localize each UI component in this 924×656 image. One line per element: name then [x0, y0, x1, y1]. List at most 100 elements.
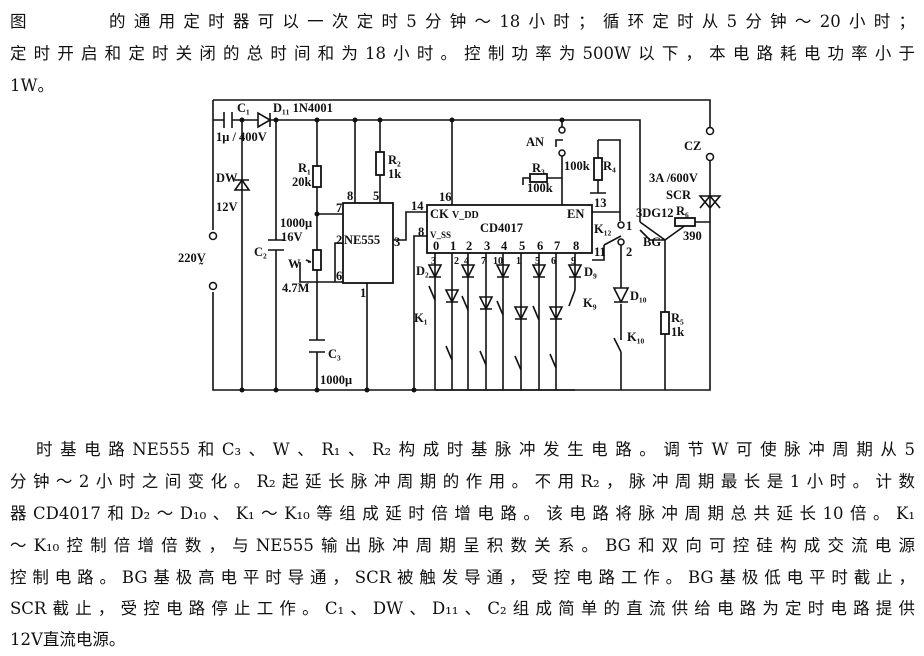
label: CZ: [684, 139, 701, 153]
label: 7: [336, 201, 342, 215]
label: 4: [501, 239, 508, 253]
label: K₁₀: [627, 330, 644, 344]
label: 1: [626, 219, 632, 233]
zener-dw: [233, 178, 251, 191]
diode-d11: [257, 111, 272, 129]
wires: [212, 99, 711, 391]
label: 0: [433, 239, 439, 253]
label: 1μ / 400V: [216, 130, 267, 144]
cd4017-chip: [426, 204, 593, 254]
label: 9: [571, 256, 576, 267]
label: 5: [535, 256, 540, 267]
label: 3: [394, 235, 400, 249]
body-line: 控制电路。BG基极高电平时导通，SCR被触发导通，受控电路工作。BG基极低电平时…: [10, 568, 915, 587]
diodes-d2-d9: [427, 264, 583, 321]
label: 7: [481, 256, 486, 267]
label: 1k: [671, 325, 684, 339]
label: V_DD: [452, 210, 479, 221]
label: 1000μ: [320, 373, 352, 387]
label: 2: [466, 239, 472, 253]
diode-d10: [612, 287, 630, 304]
label: 4.7M: [282, 281, 310, 295]
terminals: [208, 117, 715, 393]
label: EN: [567, 207, 584, 221]
label: CK: [430, 207, 449, 221]
label: D₉: [584, 265, 597, 279]
label: DW: [216, 171, 238, 185]
label: 14: [411, 199, 424, 213]
body-line: 分钟～2小时之间变化。R₂起延长脉冲周期的作用。不用R₂，脉冲周期最长是1小时。…: [10, 472, 915, 491]
label: 16: [439, 190, 452, 204]
label: 6: [551, 256, 556, 267]
label: 20k: [292, 175, 312, 189]
bg-transistor: [639, 229, 651, 241]
label: R₁: [298, 161, 311, 175]
label: CD4017: [480, 221, 523, 235]
label: 5: [373, 189, 379, 203]
label: 16V: [281, 230, 303, 244]
label: NE555: [344, 233, 380, 247]
label: 8: [418, 225, 424, 239]
label: 1000μ: [280, 216, 312, 230]
label: 1k: [388, 167, 401, 181]
potentiometer-w: [305, 249, 322, 271]
label: 6: [336, 269, 342, 283]
resistor-r3: [529, 173, 548, 183]
capacitor-c1: [223, 112, 233, 128]
label: K₉: [583, 296, 597, 310]
label: D₁₁ 1N4001: [273, 101, 333, 115]
capacitor-c2: [268, 239, 284, 251]
label: R₄: [603, 159, 616, 173]
label: K₁: [414, 311, 428, 325]
label: C₂: [254, 245, 267, 259]
body-line: 器CD4017和D₂～D₁₀、K₁～K₁₀等组成延时倍增电路。该电路将脉冲周期总…: [10, 504, 915, 523]
label: K₁₂: [594, 222, 611, 236]
label: D₁₀: [630, 289, 647, 303]
label: W: [288, 257, 301, 271]
label: 3: [484, 239, 490, 253]
body-line: SCR截止，受控电路停止工作。C₁、DW、D₁₁、C₂组成简单的直流供给电路为定…: [10, 599, 915, 618]
label: 2: [454, 256, 459, 267]
label: R₂: [388, 153, 401, 167]
label: 5: [519, 239, 525, 253]
label: 8: [347, 189, 353, 203]
resistor-r2: [375, 151, 385, 176]
diagram-labels: C₁ D₁₁ 1N4001 1μ / 400V DW 12V 220V̰ R₁ …: [178, 101, 702, 387]
label: 100k: [564, 159, 590, 173]
label: 7: [554, 239, 560, 253]
label: 1: [360, 286, 366, 300]
label: 3DG12: [636, 206, 674, 220]
label: C₃: [328, 347, 341, 361]
resistor-r6: [674, 217, 696, 227]
label: R₃: [532, 161, 545, 175]
label: 12V: [216, 200, 238, 214]
resistor-r4: [593, 157, 603, 181]
label: SCR: [666, 188, 692, 202]
label: BG: [643, 235, 661, 249]
scr-triac: [698, 194, 722, 210]
intro-line: 1W。: [10, 76, 54, 95]
resistor-r5: [660, 311, 670, 335]
label: 220V̰: [178, 251, 206, 266]
label: 6: [537, 239, 543, 253]
body-line: ～K₁₀控制倍增倍数，与NE555输出脉冲周期呈积数关系。BG和双向可控硅构成交…: [10, 536, 915, 555]
label: 1: [450, 239, 456, 253]
label: 13: [594, 196, 607, 210]
label: 10: [493, 256, 503, 267]
body-line: 12V直流电源。: [10, 630, 126, 649]
label: 4: [464, 256, 469, 267]
label: 3: [431, 256, 436, 267]
label: 8: [573, 239, 579, 253]
label: 390: [683, 229, 702, 243]
ne555-chip: [342, 202, 394, 284]
label: R₅: [671, 311, 684, 325]
label: 100k: [527, 181, 553, 195]
intro-line: 图 的通用定时器可以一次定时5分钟～18小时；循环定时从5分钟～20小时；: [10, 12, 915, 31]
label: C₁: [237, 101, 250, 115]
body-line: 时基电路NE555和C₃、W、R₁、R₂构成时基脉冲发生电路。调节W可使脉冲周期…: [36, 440, 915, 459]
label: V_SS: [430, 230, 451, 240]
intro-line: 定时开启和定时关闭的总时间和为18小时。控制功率为500W以下，本电路耗电功率小…: [10, 44, 915, 63]
capacitor-c3: [309, 339, 325, 353]
label: R₆: [676, 204, 689, 218]
